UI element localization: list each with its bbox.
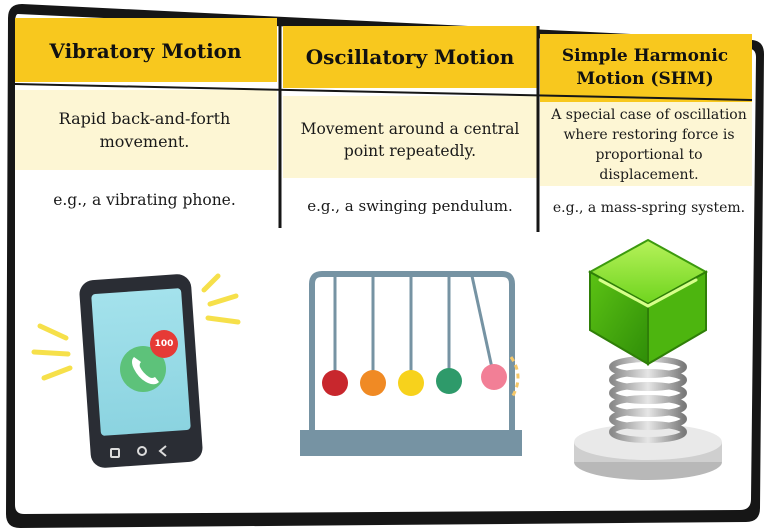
newtons-cradle-icon	[300, 271, 522, 456]
header-oscillatory: Oscillatory Motion	[305, 45, 515, 69]
description-shm: A special case of oscillation where rest…	[551, 107, 747, 183]
example-shm: e.g., a mass-spring system.	[552, 200, 746, 216]
pendulum-ball-2	[360, 370, 386, 396]
pendulum-ball-5	[481, 364, 507, 390]
description-cell-shm	[540, 102, 752, 186]
description-oscillatory: Movement around a central point repeated…	[300, 120, 520, 160]
spring-coil	[609, 356, 687, 443]
header-cell-vibratory	[15, 18, 277, 82]
pendulum-ball-3	[398, 370, 424, 396]
pendulum-ball-1	[322, 370, 348, 396]
header-vibratory: Vibratory Motion	[49, 39, 242, 63]
vibration-lines-icon	[31, 273, 241, 381]
header-cell-shm	[540, 34, 752, 102]
notification-badge	[150, 330, 178, 358]
phone-icon	[79, 274, 203, 468]
header-cell-oscillatory	[283, 26, 537, 88]
example-oscillatory: e.g., a swinging pendulum.	[307, 197, 513, 215]
cube-right	[647, 270, 707, 366]
swing-motion-arc	[509, 356, 520, 400]
header-shm: Simple Harmonic Motion (SHM)	[561, 46, 729, 89]
description-cell-vibratory	[15, 90, 277, 170]
pendulum-ball-4	[436, 368, 462, 394]
description-vibratory: Rapid back-and-forth movement.	[58, 109, 231, 151]
header-underline	[14, 83, 753, 101]
description-cell-oscillatory	[283, 96, 537, 178]
green-cube-on-spring-icon	[574, 238, 722, 480]
example-vibratory: e.g., a vibrating phone.	[53, 191, 236, 209]
notification-badge-count: 100	[154, 339, 174, 349]
